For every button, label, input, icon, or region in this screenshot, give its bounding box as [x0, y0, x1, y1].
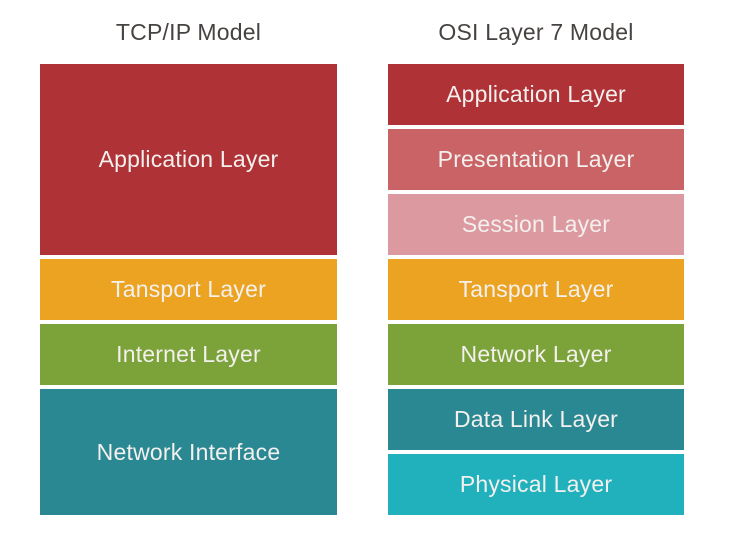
layer-presentation-layer: Presentation Layer [388, 129, 684, 190]
layer-label: Tansport Layer [111, 276, 266, 302]
layer-label: Physical Layer [459, 471, 613, 497]
layer-label: Session Layer [461, 211, 611, 237]
layer-internet-layer: Internet Layer [40, 324, 337, 385]
osi-model-title: OSI Layer 7 Model [438, 18, 634, 45]
layer-network-layer: Network Layer [388, 324, 684, 385]
layer-label: Network Interface [96, 438, 281, 465]
layer-tansport-layer: Tansport Layer [40, 259, 337, 320]
layer-label: Presentation Layer [437, 146, 635, 172]
layer-label: Data Link Layer [453, 406, 619, 432]
layer-label: Application Layer [446, 81, 626, 107]
tcpip-model-title: TCP/IP Model [115, 18, 262, 45]
layer-data-link-layer: Data Link Layer [388, 389, 684, 450]
layer-label: Network Layer [460, 341, 612, 367]
layer-label: Internet Layer [116, 341, 261, 367]
layer-application-layer: Application Layer [388, 64, 684, 125]
layer-application-layer: Application Layer [40, 64, 337, 255]
layer-label: Application Layer [98, 146, 279, 172]
layer-label: Tansport Layer [458, 276, 614, 302]
layer-physical-layer: Physical Layer [388, 454, 684, 515]
layer-network-interface: Network Interface [40, 389, 337, 515]
layer-session-layer: Session Layer [388, 194, 684, 255]
layer-tansport-layer: Tansport Layer [388, 259, 684, 320]
